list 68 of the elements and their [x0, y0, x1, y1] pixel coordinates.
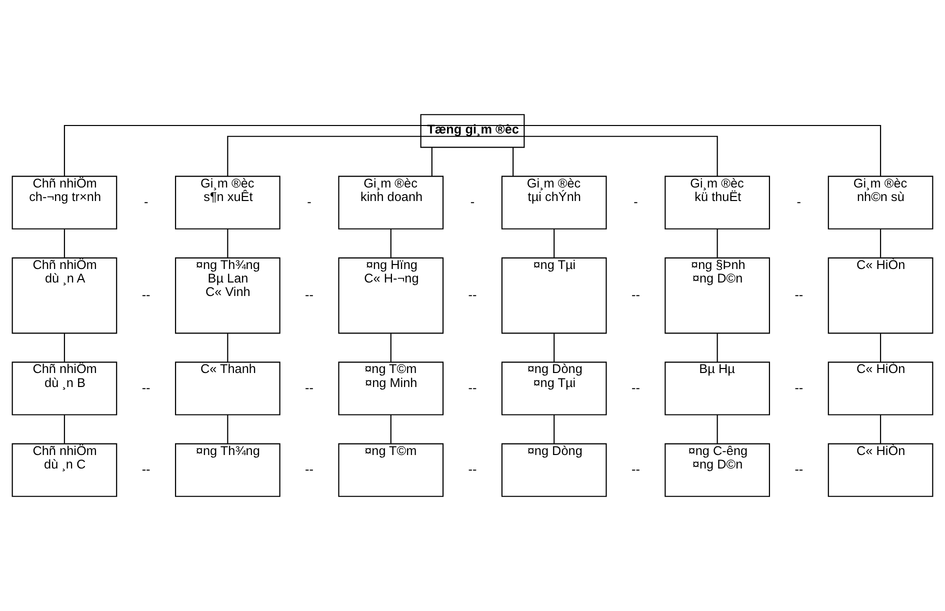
connector	[716, 334, 718, 362]
label: --	[305, 380, 314, 395]
label: --	[305, 288, 314, 302]
connector	[880, 334, 882, 362]
connector	[64, 414, 65, 444]
label: --	[631, 288, 640, 302]
label: -	[634, 194, 638, 209]
node-box: Gi¸m ®èc s¶n xuÊt	[175, 176, 280, 230]
node-box: ¤ng Tµi	[501, 257, 607, 334]
connector	[472, 124, 882, 176]
connector	[390, 414, 392, 444]
connector	[227, 414, 228, 444]
label: --	[468, 380, 477, 395]
node-box: ¤ng Dòng	[501, 443, 607, 497]
label: --	[468, 288, 477, 302]
label: --	[794, 380, 804, 395]
node-box: ¤ng Hïng C« H-¬ng	[338, 257, 444, 334]
node-box: Chñ nhiÖm dù ¸n A	[12, 257, 118, 334]
connector	[716, 414, 718, 444]
connector	[227, 228, 228, 258]
connector	[64, 334, 65, 362]
connector	[880, 414, 882, 444]
label: -	[796, 194, 802, 209]
connector	[227, 334, 228, 362]
connector	[512, 147, 514, 176]
connector	[472, 136, 718, 176]
label: -	[470, 194, 475, 209]
connector	[716, 228, 718, 258]
node-box: Chñ nhiÖm ch-¬ng tr×nh	[12, 176, 118, 230]
connector	[554, 334, 555, 362]
label: --	[305, 462, 314, 476]
node-box: ¤ng §Þnh ¤ng D©n	[664, 257, 770, 334]
connector	[880, 228, 882, 258]
label: -	[144, 194, 148, 209]
connector	[64, 228, 65, 258]
label: --	[142, 288, 150, 302]
label: --	[142, 380, 150, 395]
node-box: C« Thanh	[175, 362, 280, 416]
node-box: Gi¸m ®èc kü thuËt	[664, 176, 770, 230]
connector	[227, 136, 472, 176]
node-box: Gi¸m ®èc nh©n sù	[828, 176, 934, 230]
node-box: Gi¸m ®èc kinh doanh	[338, 176, 444, 230]
node-box: ¤ng C-êng ¤ng D©n	[664, 443, 770, 497]
node-box: C« HiÒn	[828, 362, 934, 416]
node-box: ¤ng T©m ¤ng Minh	[338, 362, 444, 416]
connector	[554, 414, 555, 444]
node-box: Bµ Hµ	[664, 362, 770, 416]
node-box: ¤ng T©m	[338, 443, 444, 497]
node-box: C« HiÒn	[828, 443, 934, 497]
connector	[431, 147, 432, 176]
label: --	[468, 462, 477, 476]
node-box: C« HiÒn	[828, 257, 934, 334]
connector	[554, 228, 555, 258]
label: --	[794, 288, 804, 302]
label: --	[631, 380, 640, 395]
label: --	[794, 462, 804, 476]
label: --	[631, 462, 640, 476]
connector	[390, 228, 392, 258]
label: --	[142, 462, 150, 476]
node-box: Gi¸m ®èc tµi chÝnh	[501, 176, 607, 230]
label: -	[307, 194, 312, 209]
node-box: ¤ng Th¾ng Bµ Lan C« Vinh	[175, 257, 280, 334]
connector	[64, 124, 472, 176]
node-box: ¤ng Th¾ng	[175, 443, 280, 497]
node-box: Chñ nhiÖm dù ¸n C	[12, 443, 118, 497]
connector	[390, 334, 392, 362]
node-box: Chñ nhiÖm dù ¸n B	[12, 362, 118, 416]
node-box: ¤ng Dòng ¤ng Tµi	[501, 362, 607, 416]
